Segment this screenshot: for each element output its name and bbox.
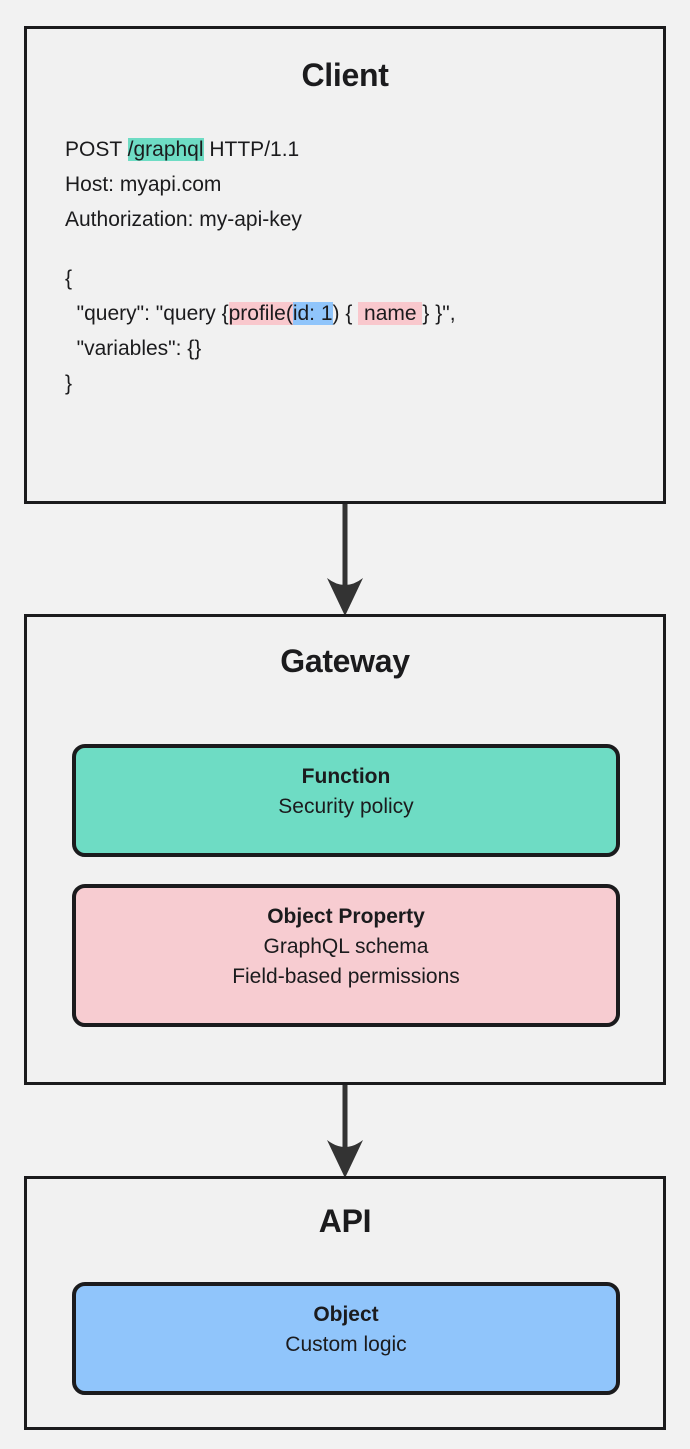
card-object-property[interactable]: Object Property GraphQL schema Field-bas… [72, 884, 620, 1027]
request-method: POST [65, 138, 128, 161]
arrow-down-icon [327, 1085, 363, 1178]
request-path-highlight: /graphql [127, 138, 204, 161]
request-authorization-header: Authorization: my-api-key [65, 208, 302, 231]
stage-api-title: API [318, 1203, 372, 1239]
card-object-line-1: Custom logic [285, 1333, 407, 1356]
request-body-open-brace: { [65, 267, 73, 290]
card-function[interactable]: Function Security policy [72, 744, 620, 857]
card-function-line-1: Security policy [278, 795, 414, 818]
card-object-property-title: Object Property [267, 905, 425, 928]
request-body-query-prefix: "query": "query { [65, 302, 229, 325]
client-request-text: POST /graphql HTTP/1.1 Host: myapi.com A… [65, 132, 663, 401]
request-body-query-operation: profile( [228, 302, 293, 325]
card-object-property-line-1: GraphQL schema [263, 935, 429, 958]
request-protocol: HTTP/1.1 [203, 138, 300, 161]
connector-client-to-gateway [322, 504, 368, 616]
request-body-query-paren: ) { [332, 302, 359, 325]
request-body-query-argument: id: 1 [292, 302, 333, 325]
stage-client-title: Client [301, 57, 389, 93]
request-blank-line [65, 237, 663, 261]
card-function-title: Function [301, 765, 391, 788]
stage-client: Client POST /graphql HTTP/1.1 Host: myap… [24, 26, 666, 504]
request-body-query-field: name [358, 302, 423, 325]
card-object-property-line-2: Field-based permissions [232, 965, 460, 988]
request-body-close-brace: } [65, 372, 73, 395]
stage-gateway-title: Gateway [280, 643, 410, 679]
request-body-variables: "variables": {} [65, 337, 202, 360]
connector-gateway-to-api [322, 1085, 368, 1178]
card-object-title: Object [313, 1303, 379, 1326]
request-body-query-suffix: } }", [422, 302, 456, 325]
card-object[interactable]: Object Custom logic [72, 1282, 620, 1395]
request-host-header: Host: myapi.com [65, 173, 222, 196]
arrow-down-icon [327, 504, 363, 616]
